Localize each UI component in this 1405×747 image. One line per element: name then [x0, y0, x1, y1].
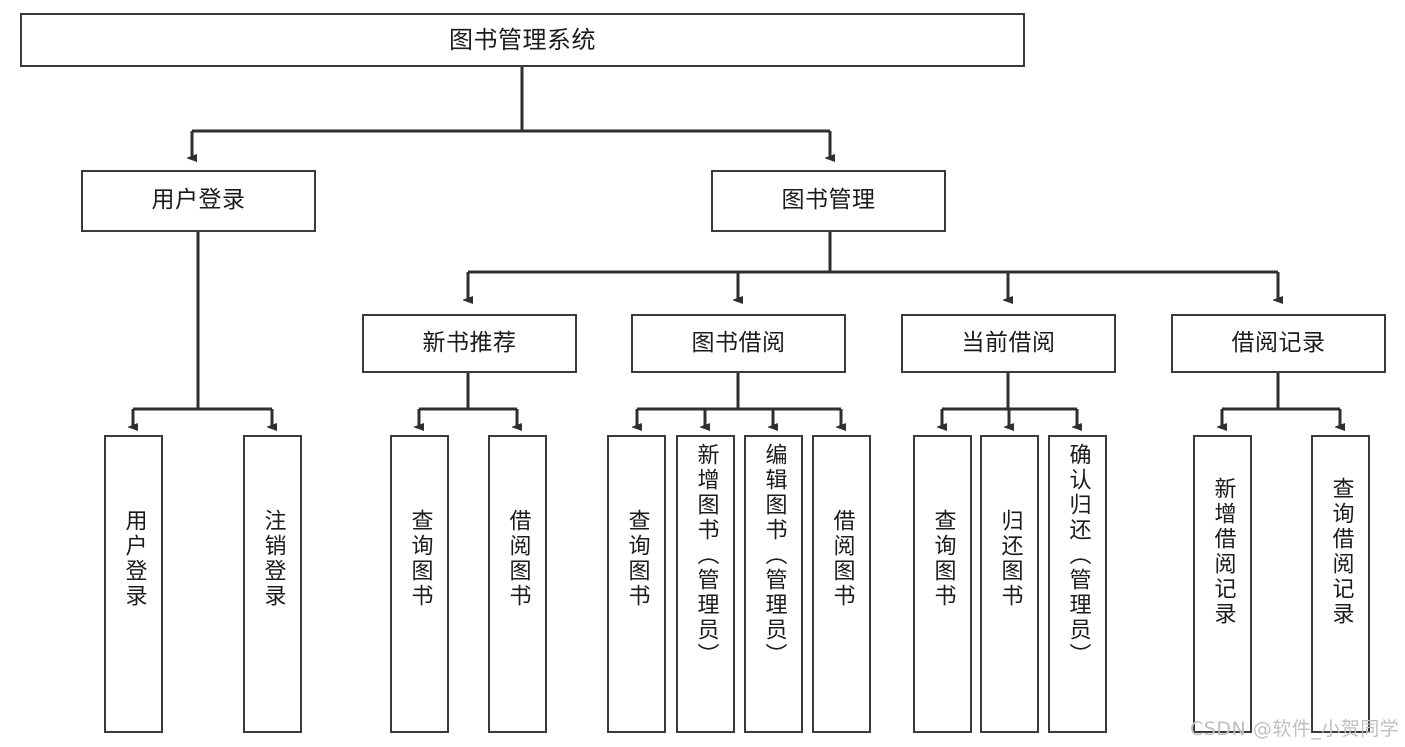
leaf-user-login[interactable]: 用户登录 — [104, 435, 163, 733]
leaf-add-book[interactable]: 新增图书（管理员） — [676, 435, 735, 733]
leaf-user-login-label: 用户登录 — [121, 509, 147, 609]
node-new-book-label: 新书推荐 — [422, 329, 517, 356]
leaf-edit-book-label: 编辑图书（管理员） — [761, 443, 787, 668]
leaf-query-book-1[interactable]: 查询图书 — [390, 435, 449, 733]
leaf-add-record[interactable]: 新增借阅记录 — [1193, 435, 1252, 733]
leaf-confirm-return-label: 确认归还（管理员） — [1065, 443, 1091, 668]
node-user-login-label: 用户登录 — [151, 187, 246, 214]
leaf-query-book-1-label: 查询图书 — [407, 509, 433, 609]
node-current-borrow-label: 当前借阅 — [961, 329, 1056, 356]
node-current-borrow[interactable]: 当前借阅 — [901, 314, 1116, 373]
leaf-borrow-book-2[interactable]: 借阅图书 — [812, 435, 871, 733]
leaf-confirm-return[interactable]: 确认归还（管理员） — [1048, 435, 1107, 733]
node-borrow-record-label: 借阅记录 — [1231, 329, 1326, 356]
leaf-query-record[interactable]: 查询借阅记录 — [1311, 435, 1370, 733]
leaf-query-book-3[interactable]: 查询图书 — [913, 435, 972, 733]
leaf-edit-book[interactable]: 编辑图书（管理员） — [744, 435, 803, 733]
leaf-add-book-label: 新增图书（管理员） — [693, 443, 719, 668]
leaf-add-record-label: 新增借阅记录 — [1210, 477, 1236, 627]
node-borrow-label: 图书借阅 — [691, 329, 786, 356]
leaf-borrow-book-2-label: 借阅图书 — [829, 509, 855, 609]
node-book-manage-label: 图书管理 — [781, 187, 876, 214]
leaf-logout-label: 注销登录 — [260, 509, 286, 609]
leaf-query-book-3-label: 查询图书 — [930, 509, 956, 609]
leaf-query-book-2-label: 查询图书 — [624, 509, 650, 609]
watermark: CSDN @软件_小贺同学 — [1190, 718, 1400, 740]
leaf-borrow-book-1[interactable]: 借阅图书 — [488, 435, 547, 733]
node-borrow-record[interactable]: 借阅记录 — [1171, 314, 1386, 373]
node-root[interactable]: 图书管理系统 — [20, 13, 1025, 67]
leaf-query-book-2[interactable]: 查询图书 — [607, 435, 666, 733]
node-user-login[interactable]: 用户登录 — [81, 170, 316, 232]
leaf-logout[interactable]: 注销登录 — [243, 435, 302, 733]
node-book-manage[interactable]: 图书管理 — [711, 170, 946, 232]
node-root-label: 图书管理系统 — [449, 25, 596, 54]
leaf-return-book[interactable]: 归还图书 — [980, 435, 1039, 733]
node-new-book[interactable]: 新书推荐 — [362, 314, 577, 373]
leaf-return-book-label: 归还图书 — [997, 509, 1023, 609]
leaf-query-record-label: 查询借阅记录 — [1328, 477, 1354, 627]
node-borrow[interactable]: 图书借阅 — [631, 314, 846, 373]
leaf-borrow-book-1-label: 借阅图书 — [505, 509, 531, 609]
